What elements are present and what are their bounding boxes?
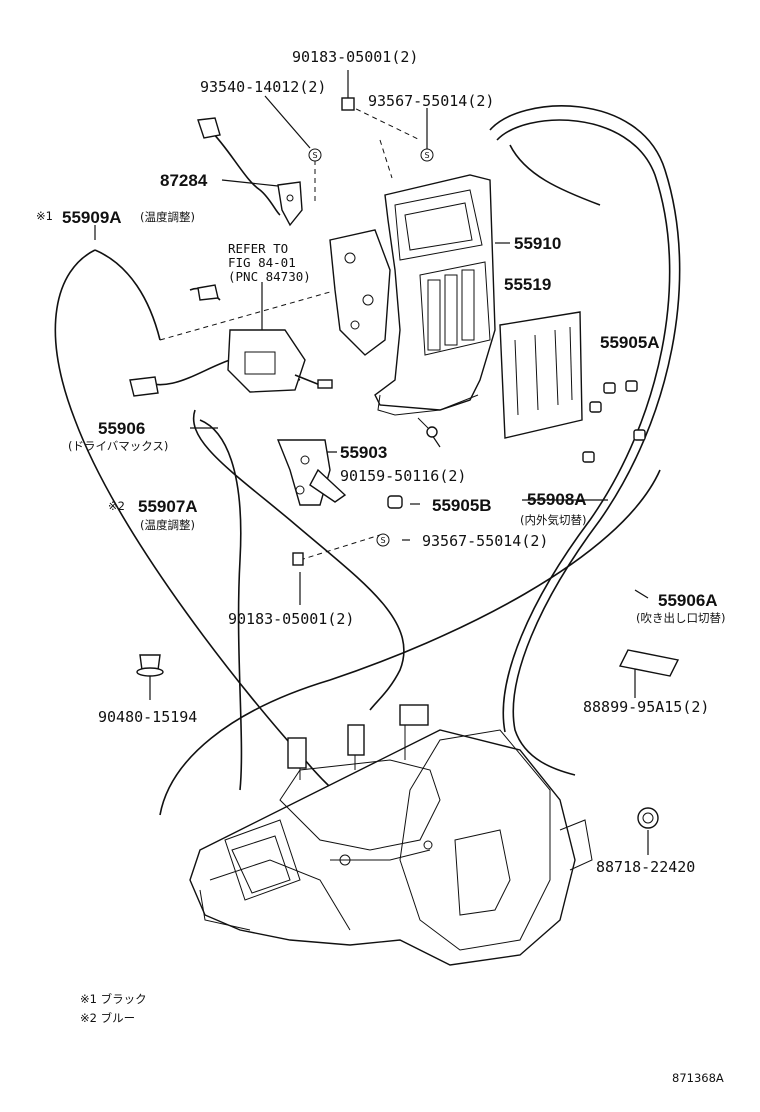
note-2: ※2 ブルー [80,1011,135,1025]
label-55906-note: (ドライバマックス) [68,439,168,453]
screw-90159 [417,417,438,438]
label-55910: 55910 [514,234,561,253]
label-93567-top: 93567-55014(2) [368,92,494,110]
control-cables [54,105,681,816]
symbol-s-mid: S [376,533,390,547]
clip-90183-mid [292,552,304,566]
label-55907A-note: (温度調整) [140,518,195,532]
label-refer-line1: REFER TO [228,241,288,256]
label-55909A-mark: ※1 [36,209,53,223]
label-55519: 55519 [504,275,551,294]
heater-unit-assembly [189,704,593,966]
knobs-55905A [582,380,646,463]
label-55907A-mark: ※2 [108,499,125,513]
leader-lines [94,70,649,855]
label-55903: 55903 [340,443,387,462]
control-lever-base [329,229,391,356]
label-55905A: 55905A [600,333,660,352]
diagram-id: 871368A [672,1071,724,1085]
label-refer-line2: FIG 84-01 [228,255,296,270]
control-panel-55910 [374,174,496,416]
grommet-90480 [136,654,164,677]
label-90183-top: 90183-05001(2) [292,48,418,66]
plate-55519 [499,311,583,439]
note-1: ※1 ブラック [80,992,147,1006]
label-refer-line3: (PNC 84730) [228,269,311,284]
label-90480: 90480-15194 [98,708,197,726]
svg-text:S: S [424,151,429,160]
label-55907A: 55907A [138,497,198,516]
pad-88899 [618,649,680,677]
clamp-88718 [637,807,659,829]
clip-90183-top [341,97,355,111]
svg-text:S: S [380,536,385,545]
label-55908A-note: (内外気切替) [520,513,586,527]
legend-notes: ※1 ブラック ※2 ブルー [80,992,147,1025]
label-55906A: 55906A [658,591,718,610]
lever-55903 [276,439,347,506]
label-88718: 88718-22420 [596,858,695,876]
label-55905B: 55905B [432,496,492,515]
label-88899: 88899-95A15(2) [583,698,709,716]
label-87284: 87284 [160,171,208,190]
symbol-s-top-right: S [420,148,434,162]
label-55908A: 55908A [527,490,587,509]
actuator-assembly [129,284,333,397]
label-90183-mid: 90183-05001(2) [228,610,354,628]
part-labels: 90183-05001(2) 93540-14012(2) 93567-5501… [36,48,725,876]
label-90159: 90159-50116(2) [340,467,466,485]
label-93540: 93540-14012(2) [200,78,326,96]
label-55909A: 55909A [62,208,122,227]
bracket-87284 [197,117,303,227]
label-55909A-note: (温度調整) [140,210,195,224]
label-55906A-note: (吹き出し口切替) [636,611,725,625]
symbol-s-top-left: S [308,148,322,162]
svg-text:S: S [312,151,317,160]
label-55906: 55906 [98,419,145,438]
label-93567-mid: 93567-55014(2) [422,532,548,550]
knob-55905B [387,495,403,509]
